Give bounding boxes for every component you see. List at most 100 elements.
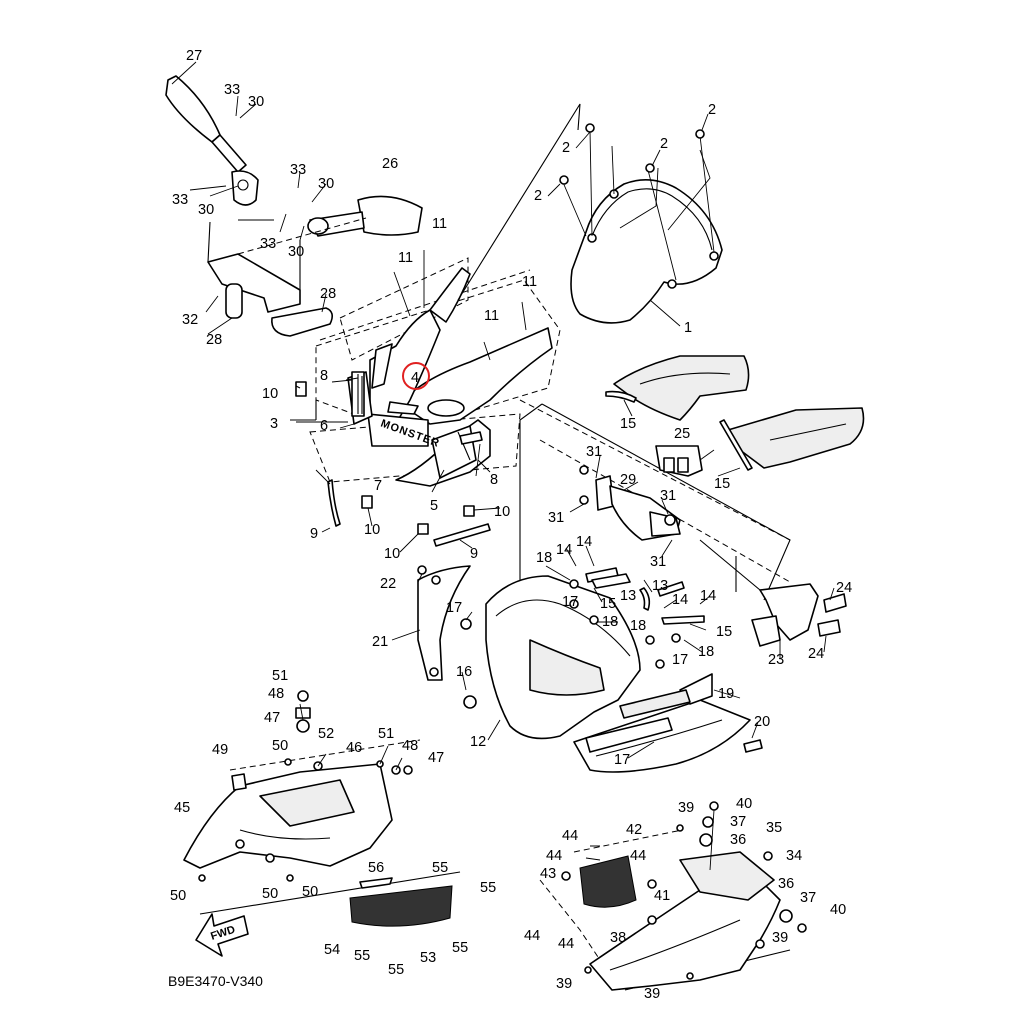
label-39: 39 bbox=[556, 976, 572, 992]
label-32: 32 bbox=[182, 312, 198, 328]
label-8: 8 bbox=[490, 472, 498, 488]
label-44: 44 bbox=[558, 936, 574, 952]
label-35: 35 bbox=[766, 820, 782, 836]
label-33: 33 bbox=[172, 192, 188, 208]
label-38: 38 bbox=[610, 930, 626, 946]
label-26: 26 bbox=[382, 156, 398, 172]
diagram-code: B9E3470-V340 bbox=[168, 973, 263, 989]
label-50: 50 bbox=[262, 886, 278, 902]
label-30: 30 bbox=[248, 94, 264, 110]
label-2: 2 bbox=[660, 136, 668, 152]
label-16: 16 bbox=[456, 664, 472, 680]
label-18: 18 bbox=[602, 614, 618, 630]
label-44: 44 bbox=[546, 848, 562, 864]
label-14: 14 bbox=[672, 592, 688, 608]
mirror-left bbox=[165, 75, 259, 206]
label-48: 48 bbox=[402, 738, 418, 754]
label-55: 55 bbox=[432, 860, 448, 876]
small-fasteners bbox=[417, 565, 763, 753]
label-43: 43 bbox=[540, 866, 556, 882]
windscreen-screws bbox=[559, 123, 715, 281]
label-11: 11 bbox=[398, 250, 413, 266]
label-34: 34 bbox=[786, 848, 802, 864]
label-13: 13 bbox=[620, 588, 636, 604]
label-37: 37 bbox=[800, 890, 816, 906]
label-10: 10 bbox=[262, 386, 278, 402]
label-44: 44 bbox=[630, 848, 646, 864]
label-23: 23 bbox=[768, 652, 784, 668]
label-40: 40 bbox=[830, 902, 846, 918]
label-20: 20 bbox=[754, 714, 770, 730]
label-56: 56 bbox=[368, 860, 384, 876]
label-50: 50 bbox=[272, 738, 288, 754]
label-45: 45 bbox=[174, 800, 190, 816]
leader-lines bbox=[171, 61, 835, 759]
mirror-right bbox=[307, 195, 423, 237]
label-12: 12 bbox=[470, 734, 486, 750]
label-30: 30 bbox=[318, 176, 334, 192]
label-19: 19 bbox=[718, 686, 734, 702]
label-18: 18 bbox=[698, 644, 714, 660]
label-4: 4 bbox=[411, 370, 419, 386]
label-18: 18 bbox=[630, 618, 646, 634]
label-11: 11 bbox=[484, 308, 499, 324]
label-17: 17 bbox=[562, 594, 578, 610]
label-30: 30 bbox=[198, 202, 214, 218]
label-44: 44 bbox=[562, 828, 578, 844]
label-17: 17 bbox=[446, 600, 462, 616]
label-10: 10 bbox=[494, 504, 510, 520]
label-13: 13 bbox=[652, 578, 668, 594]
label-17: 17 bbox=[614, 752, 630, 768]
label-39: 39 bbox=[678, 800, 694, 816]
label-47: 47 bbox=[264, 710, 280, 726]
label-14: 14 bbox=[556, 542, 572, 558]
label-10: 10 bbox=[384, 546, 400, 562]
label-51: 51 bbox=[378, 726, 394, 742]
label-2: 2 bbox=[534, 188, 542, 204]
label-1: 1 bbox=[684, 320, 692, 336]
highlight-circle bbox=[402, 362, 430, 390]
label-33: 33 bbox=[290, 162, 306, 178]
label-37: 37 bbox=[730, 814, 746, 830]
label-53: 53 bbox=[420, 950, 436, 966]
label-15: 15 bbox=[716, 624, 732, 640]
label-2: 2 bbox=[708, 102, 716, 118]
label-28: 28 bbox=[320, 286, 336, 302]
label-31: 31 bbox=[660, 488, 676, 504]
label-14: 14 bbox=[700, 588, 716, 604]
rear-bracket bbox=[699, 539, 847, 647]
label-51: 51 bbox=[272, 668, 288, 684]
label-6: 6 bbox=[320, 418, 328, 434]
label-36: 36 bbox=[730, 832, 746, 848]
under-cowl-left bbox=[183, 690, 453, 927]
label-21: 21 bbox=[372, 634, 388, 650]
line-art bbox=[165, 61, 865, 991]
label-31: 31 bbox=[650, 554, 666, 570]
label-31: 31 bbox=[548, 510, 564, 526]
label-28: 28 bbox=[206, 332, 222, 348]
label-9: 9 bbox=[470, 546, 478, 562]
label-10: 10 bbox=[364, 522, 380, 538]
label-40: 40 bbox=[736, 796, 752, 812]
label-22: 22 bbox=[380, 576, 396, 592]
label-54: 54 bbox=[324, 942, 340, 958]
label-2: 2 bbox=[562, 140, 570, 156]
inner-panels bbox=[605, 355, 865, 471]
label-31: 31 bbox=[586, 444, 602, 460]
label-44: 44 bbox=[524, 928, 540, 944]
windscreen bbox=[570, 179, 723, 324]
label-18: 18 bbox=[536, 550, 552, 566]
label-33: 33 bbox=[260, 236, 276, 252]
label-50: 50 bbox=[302, 884, 318, 900]
label-29: 29 bbox=[620, 472, 636, 488]
label-50: 50 bbox=[170, 888, 186, 904]
label-52: 52 bbox=[318, 726, 334, 742]
label-27: 27 bbox=[186, 48, 202, 64]
label-25: 25 bbox=[674, 426, 690, 442]
fwd-arrow bbox=[195, 913, 249, 957]
label-39: 39 bbox=[772, 930, 788, 946]
label-39: 39 bbox=[644, 986, 660, 1002]
label-17: 17 bbox=[672, 652, 688, 668]
under-cowl-right bbox=[539, 801, 807, 991]
